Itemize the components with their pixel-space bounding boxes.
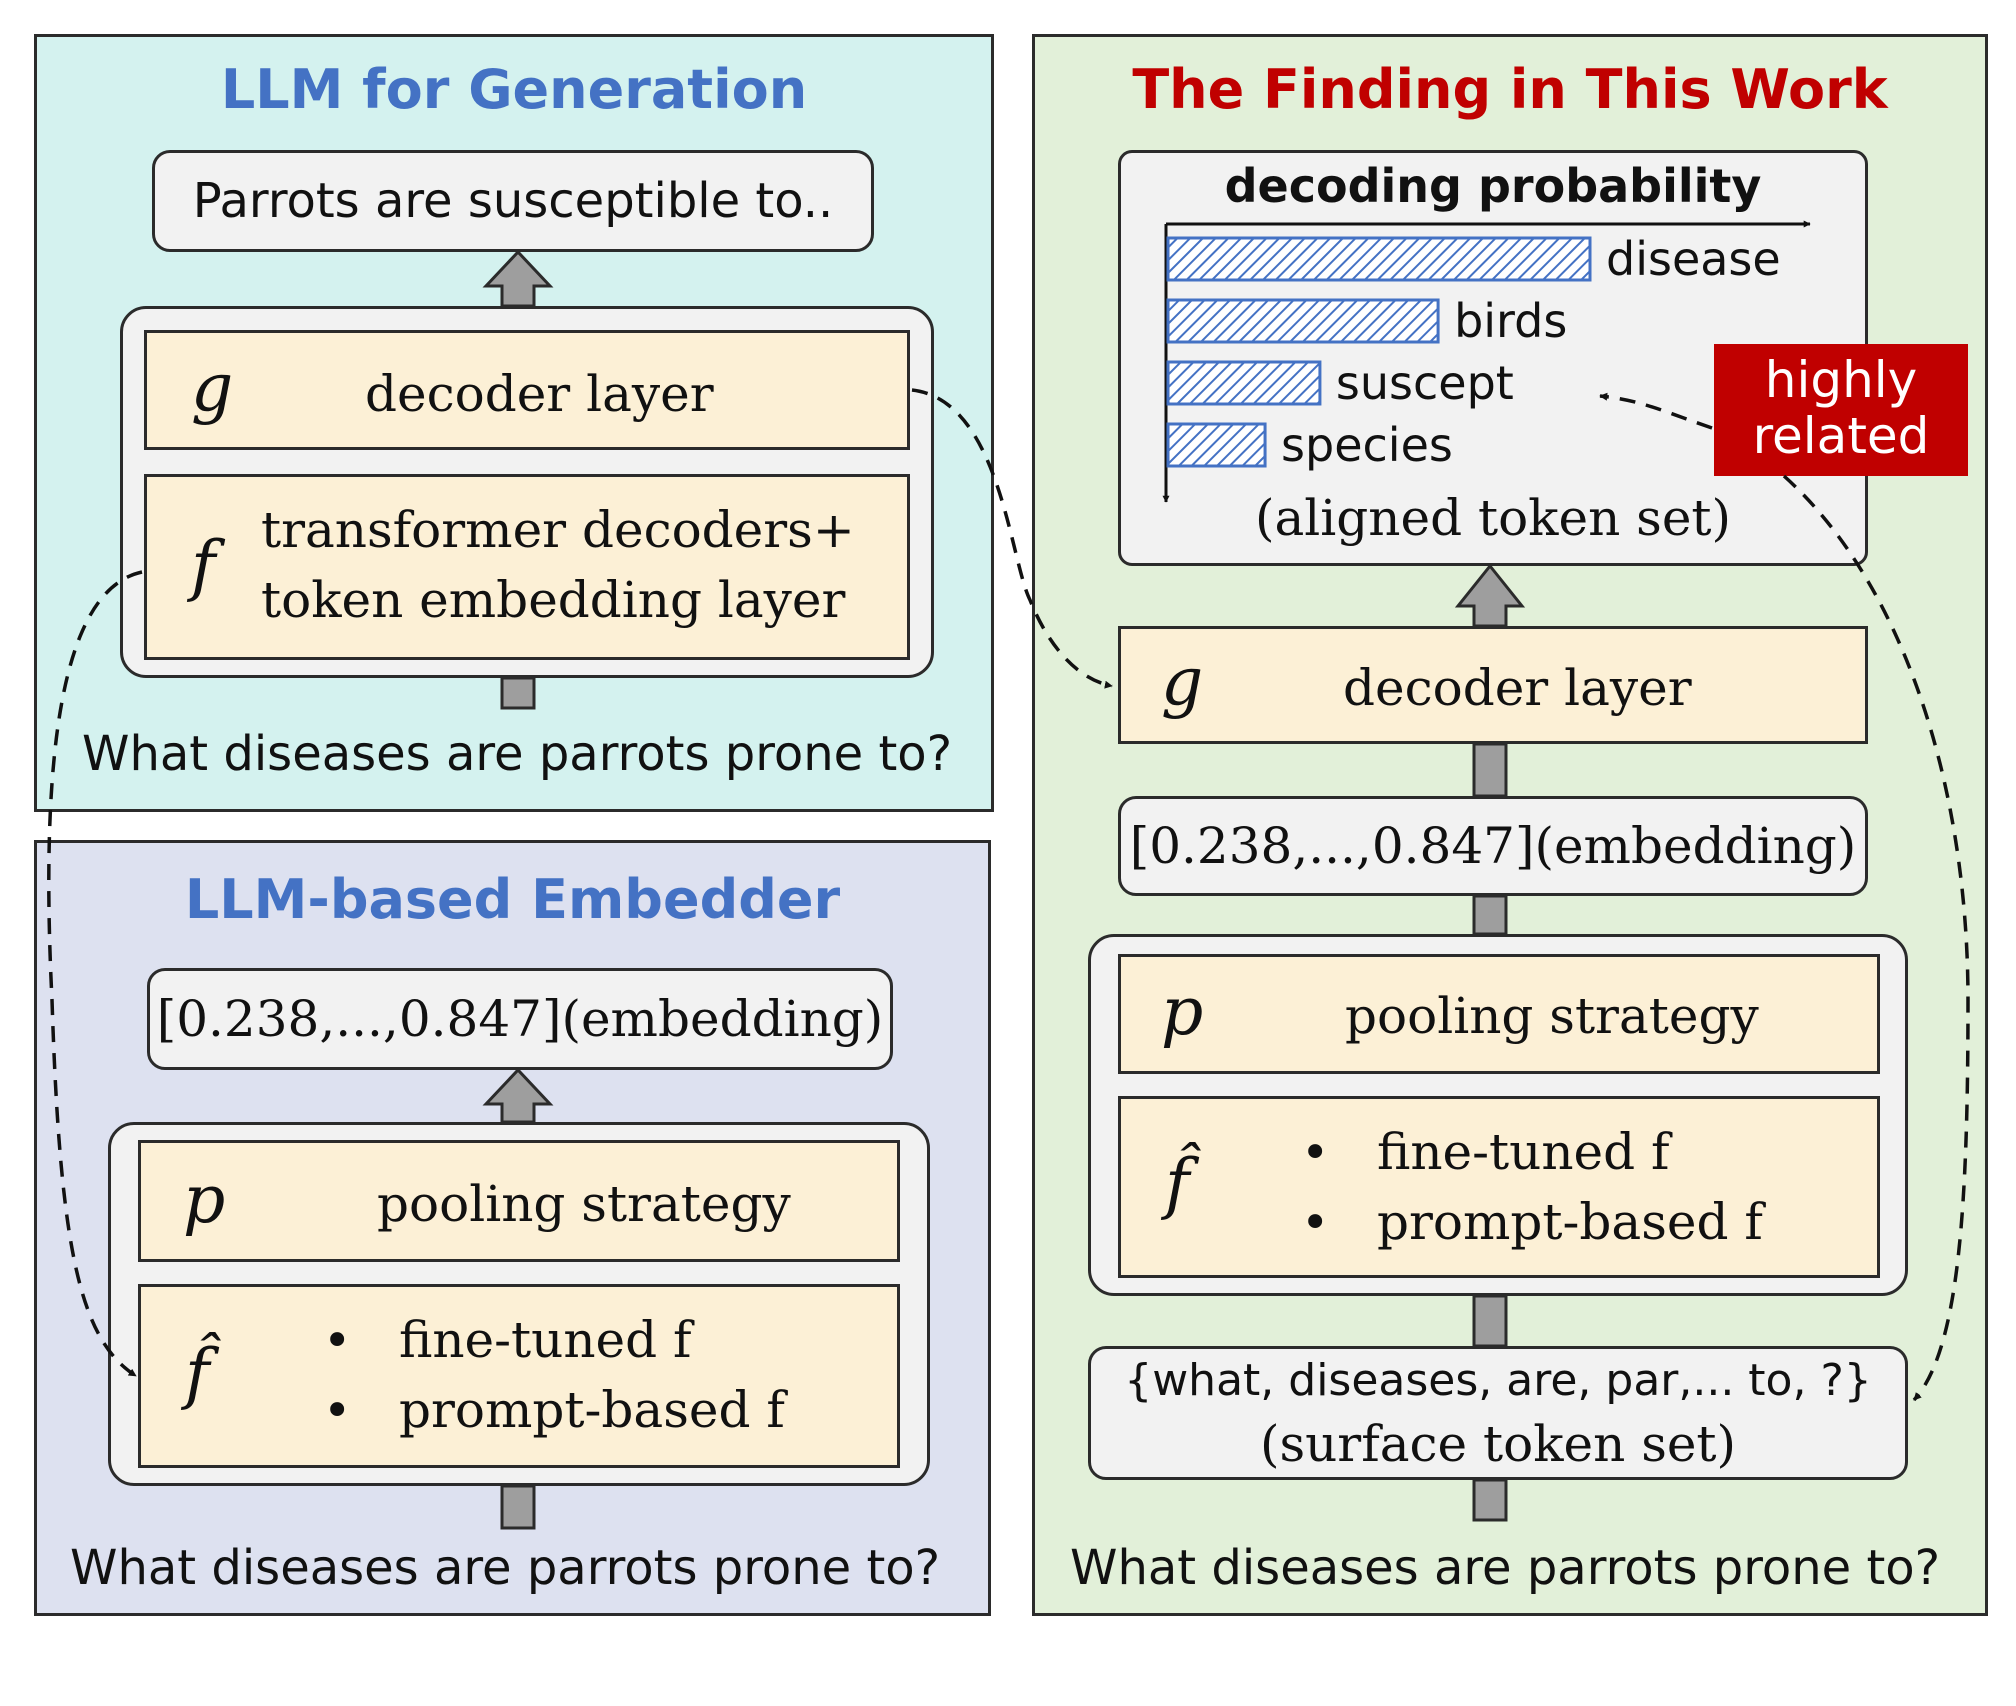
aligned-token-set-label: (aligned token set) (1254, 489, 1732, 547)
decoder-layer-box: g decoder layer (144, 330, 910, 450)
pooling-strategy-box: p pooling strategy (1118, 954, 1880, 1074)
embedding-output-text: [0.238,...,0.847](embedding) (156, 990, 884, 1048)
fhat-symbol: f̂ (1165, 1145, 1190, 1222)
flow-connector (1472, 1294, 1508, 1348)
item-prompt-based: prompt-based f (399, 1381, 785, 1439)
bar-chart-svg: disease birds suscept species (1162, 220, 1811, 503)
question-text: What diseases are parrots prone to? (82, 726, 953, 782)
embedding-output-box: [0.238,...,0.847](embedding) (147, 968, 893, 1070)
highly-related-badge: highly related (1714, 344, 1968, 476)
f-symbol: f (191, 527, 216, 604)
probability-bar-chart: disease birds suscept species (1160, 216, 1840, 506)
item-fine-tuned: fine-tuned f (399, 1311, 692, 1369)
probability-bar-disease (1166, 236, 1592, 282)
surface-token-set-box: {what, diseases, are, par,... to, ?} (su… (1088, 1346, 1908, 1480)
flow-connector (500, 1484, 536, 1530)
token-label-disease: disease (1606, 232, 1781, 286)
question-text: What diseases are parrots prone to? (70, 1540, 941, 1596)
flow-connector (500, 676, 536, 710)
badge-line-2: related (1752, 407, 1930, 465)
transformer-line-2: token embedding layer (261, 571, 846, 629)
surface-token-list: {what, diseases, are, par,... to, ?} (1124, 1355, 1872, 1406)
output-text: Parrots are susceptible to.. (192, 173, 834, 229)
fhat-symbol: f̂ (185, 1335, 210, 1412)
bullet: • (323, 1313, 352, 1369)
flow-connector (1472, 1478, 1508, 1522)
flow-connector (1472, 742, 1508, 798)
bullet: • (1301, 1195, 1330, 1251)
bullet: • (1301, 1125, 1330, 1181)
encoder-box: f̂ • fine-tuned f • prompt-based f (1118, 1096, 1880, 1278)
encoder-box: f̂ • fine-tuned f • prompt-based f (138, 1284, 900, 1468)
question-text: What diseases are parrots prone to? (1070, 1540, 1941, 1596)
pooling-strategy-box: p pooling strategy (138, 1140, 900, 1262)
decoder-layer-label: decoder layer (1343, 659, 1692, 717)
pooling-strategy-label: pooling strategy (377, 1175, 791, 1233)
bullet: • (323, 1383, 352, 1439)
output-text-box: Parrots are susceptible to.. (152, 150, 874, 252)
decoder-layer-label: decoder layer (365, 365, 714, 423)
surface-token-set-label: (surface token set) (1259, 1415, 1737, 1473)
panel-title: The Finding in This Work (1132, 58, 1888, 121)
token-label-species: species (1281, 418, 1453, 472)
g-symbol: g (191, 349, 234, 426)
badge-line-1: highly (1764, 351, 1918, 409)
probability-bar-species (1166, 422, 1267, 468)
g-symbol: g (1161, 643, 1204, 720)
dashed-arrow-g-to-g (911, 388, 1113, 689)
token-label-birds: birds (1454, 294, 1567, 348)
dashed-arrow-badge-to-surface (1782, 474, 1970, 1402)
p-symbol: p (183, 1161, 226, 1238)
p-symbol: p (1161, 973, 1204, 1050)
flow-arrow-up (1454, 563, 1526, 628)
panel-title: LLM for Generation (220, 58, 808, 121)
pooling-strategy-label: pooling strategy (1345, 987, 1759, 1045)
token-label-suscept: suscept (1336, 356, 1514, 410)
embedding-box: [0.238,...,0.847](embedding) (1118, 796, 1868, 896)
item-fine-tuned: fine-tuned f (1377, 1123, 1670, 1181)
transformer-box: f transformer decoders+ token embedding … (144, 474, 910, 660)
flow-connector (1472, 894, 1508, 936)
transformer-line-1: transformer decoders+ (261, 501, 855, 559)
panel-title: LLM-based Embedder (184, 868, 841, 931)
flow-arrow-up (482, 1067, 554, 1124)
item-prompt-based: prompt-based f (1377, 1193, 1763, 1251)
flow-arrow-up (482, 249, 554, 308)
probability-bar-suscept (1166, 360, 1322, 406)
probability-bar-birds (1166, 298, 1440, 344)
decoding-probability-title: decoding probability (1224, 159, 1762, 213)
embedding-text: [0.238,...,0.847](embedding) (1129, 817, 1857, 875)
dashed-arrow-badge-to-tokens (1599, 392, 1713, 430)
dashed-arrow-f-to-fhat (47, 570, 143, 1378)
